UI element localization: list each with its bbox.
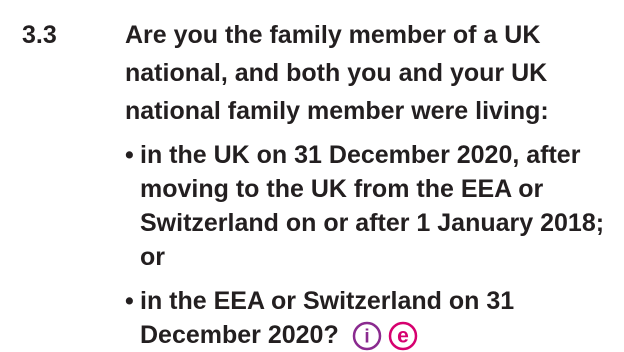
example-icon[interactable]: e bbox=[388, 321, 418, 351]
bullet-mark: • bbox=[125, 141, 134, 169]
bullet-text: in the EEA or Switzerland on 31 December… bbox=[140, 287, 515, 349]
bullet-list: • in the UK on 31 December 2020, after m… bbox=[125, 138, 620, 352]
question-block: Are you the family member of a UK nation… bbox=[125, 16, 620, 352]
bullet-item: • in the UK on 31 December 2020, after m… bbox=[125, 138, 620, 274]
info-icon-letter: i bbox=[364, 327, 369, 348]
question-number: 3.3 bbox=[22, 21, 57, 49]
bullet-mark: • bbox=[125, 287, 134, 315]
example-icon-letter: e bbox=[397, 325, 409, 348]
info-icon[interactable]: i bbox=[352, 321, 382, 351]
bullet-item: • in the EEA or Switzerland on 31 Decemb… bbox=[125, 284, 620, 352]
icon-group: i e bbox=[352, 321, 418, 351]
bullet-text: in the UK on 31 December 2020, after mov… bbox=[140, 141, 605, 271]
question-text: Are you the family member of a UK nation… bbox=[125, 21, 549, 125]
